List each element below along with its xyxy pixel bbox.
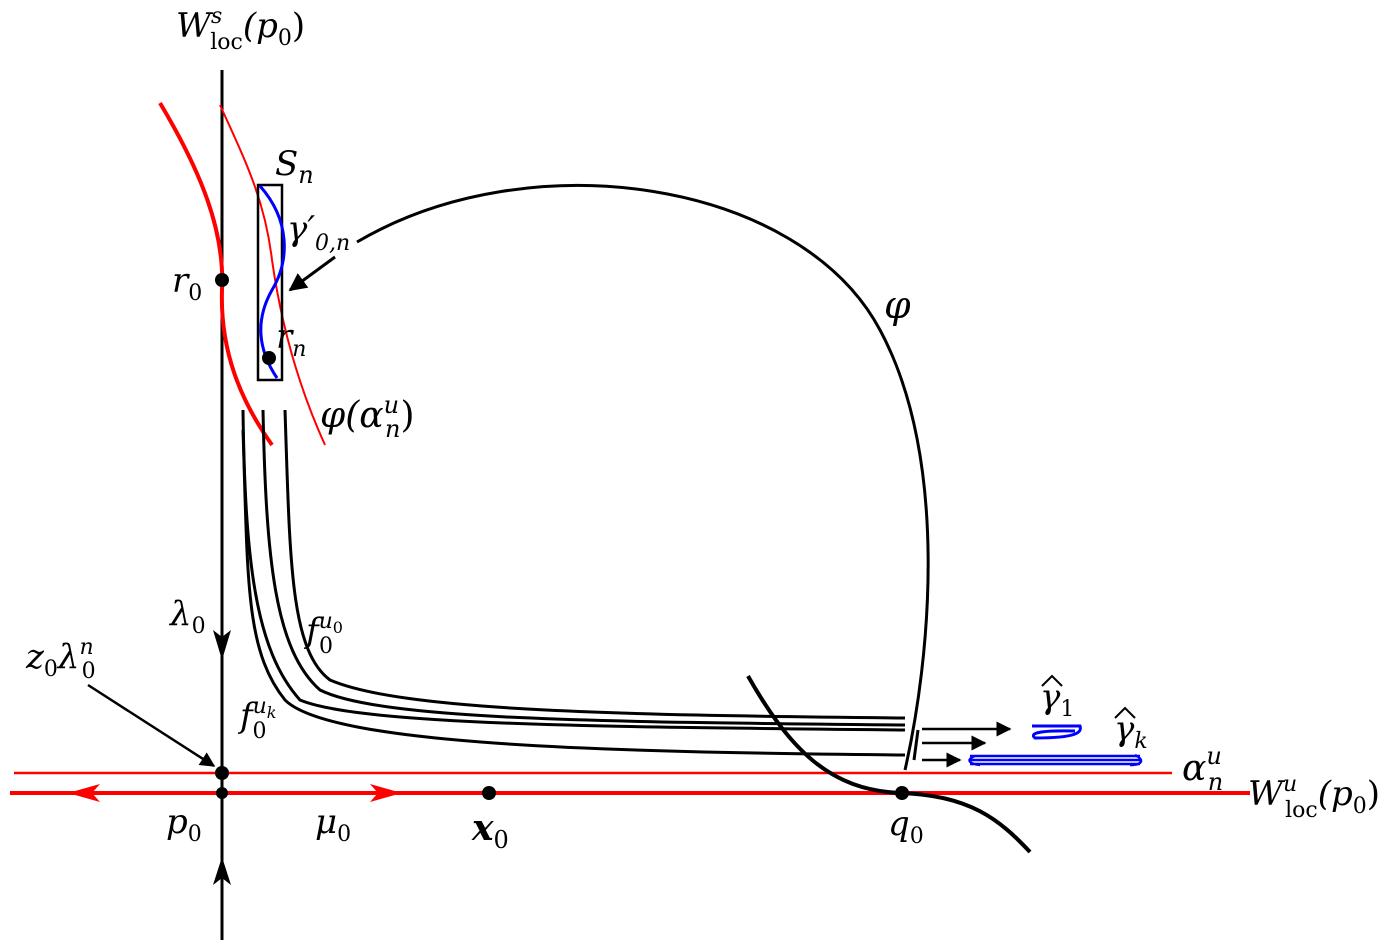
label-gamma-prime: γ′0,n: [287, 209, 350, 256]
phi-arc: [356, 184, 930, 771]
lambda0-arrow-head: [213, 630, 231, 660]
label-lambda0: λ0: [168, 594, 206, 639]
label-mu0: μ0: [315, 802, 351, 847]
label-gamma-hat-1: γ1: [1040, 677, 1074, 722]
label-p0: p0: [166, 802, 202, 847]
point-q0: [895, 786, 909, 800]
gamma-prime-curve: [258, 185, 286, 379]
gamma-hat-1-hat: [1041, 674, 1063, 687]
gamma-hat-k-coil: [968, 753, 1143, 767]
label-r0: r0: [172, 261, 202, 306]
point-r0: [215, 273, 229, 287]
flow-curve-lower: [241, 429, 906, 757]
gamma-hat-1-coil: [1032, 724, 1082, 740]
flow-curve-inner: [241, 409, 906, 732]
label-s-n: Sn: [275, 144, 314, 189]
mu0-left-arrow-head: [68, 784, 100, 802]
gamma-hat-k-hat: [1114, 706, 1136, 719]
point-p0: [216, 787, 228, 799]
upward-arrow-head: [213, 857, 231, 885]
label-phi: φ: [884, 283, 911, 327]
phi-arc-end-stub: [912, 729, 920, 761]
label-q0: q0: [888, 804, 924, 849]
s-n-box: [256, 183, 284, 382]
gamma-pointer-arrow: [288, 255, 336, 292]
point-rn: [262, 351, 276, 365]
label-x0: x0: [471, 807, 509, 854]
flow-curve-outer: [283, 409, 906, 720]
flow-curve-middle: [261, 409, 906, 727]
point-z0: [215, 766, 229, 780]
mu0-right-arrow-head: [370, 784, 402, 802]
label-rn: rn: [276, 317, 306, 362]
z0-pointer-arrow: [87, 683, 216, 768]
point-x0: [482, 786, 496, 800]
phi-alpha-curve: [219, 104, 326, 446]
label-gamma-hat-k: γk: [1114, 709, 1148, 754]
red-curve-left: [158, 101, 274, 447]
